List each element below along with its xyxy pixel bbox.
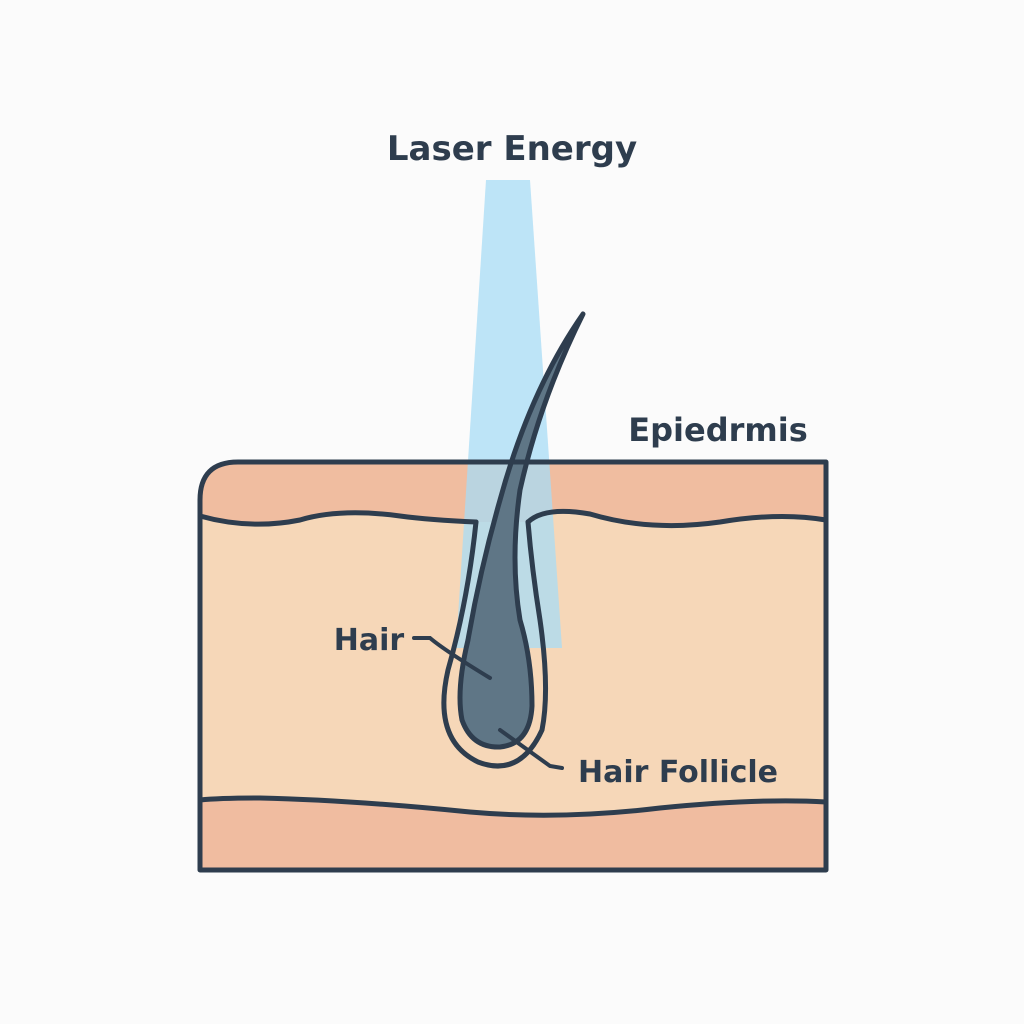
hair-shaft — [457, 311, 586, 750]
hair-follicle-label: Hair Follicle — [578, 755, 778, 790]
subcutaneous-layer — [200, 798, 826, 870]
epidermis-label: Epiedrmis — [628, 411, 807, 449]
laser-energy-label: Laser Energy — [387, 129, 637, 169]
epidermis-boundary-line-right — [525, 508, 829, 529]
hair-leader-line — [412, 636, 492, 680]
hair-label: Hair — [334, 623, 405, 658]
skin-block-border — [197, 459, 829, 873]
epidermis-boundary-line — [197, 510, 479, 527]
follicle-leader-line — [498, 728, 564, 770]
laser-beam — [456, 180, 562, 648]
hair-follicle — [441, 519, 549, 769]
lower-boundary-line — [197, 795, 829, 818]
